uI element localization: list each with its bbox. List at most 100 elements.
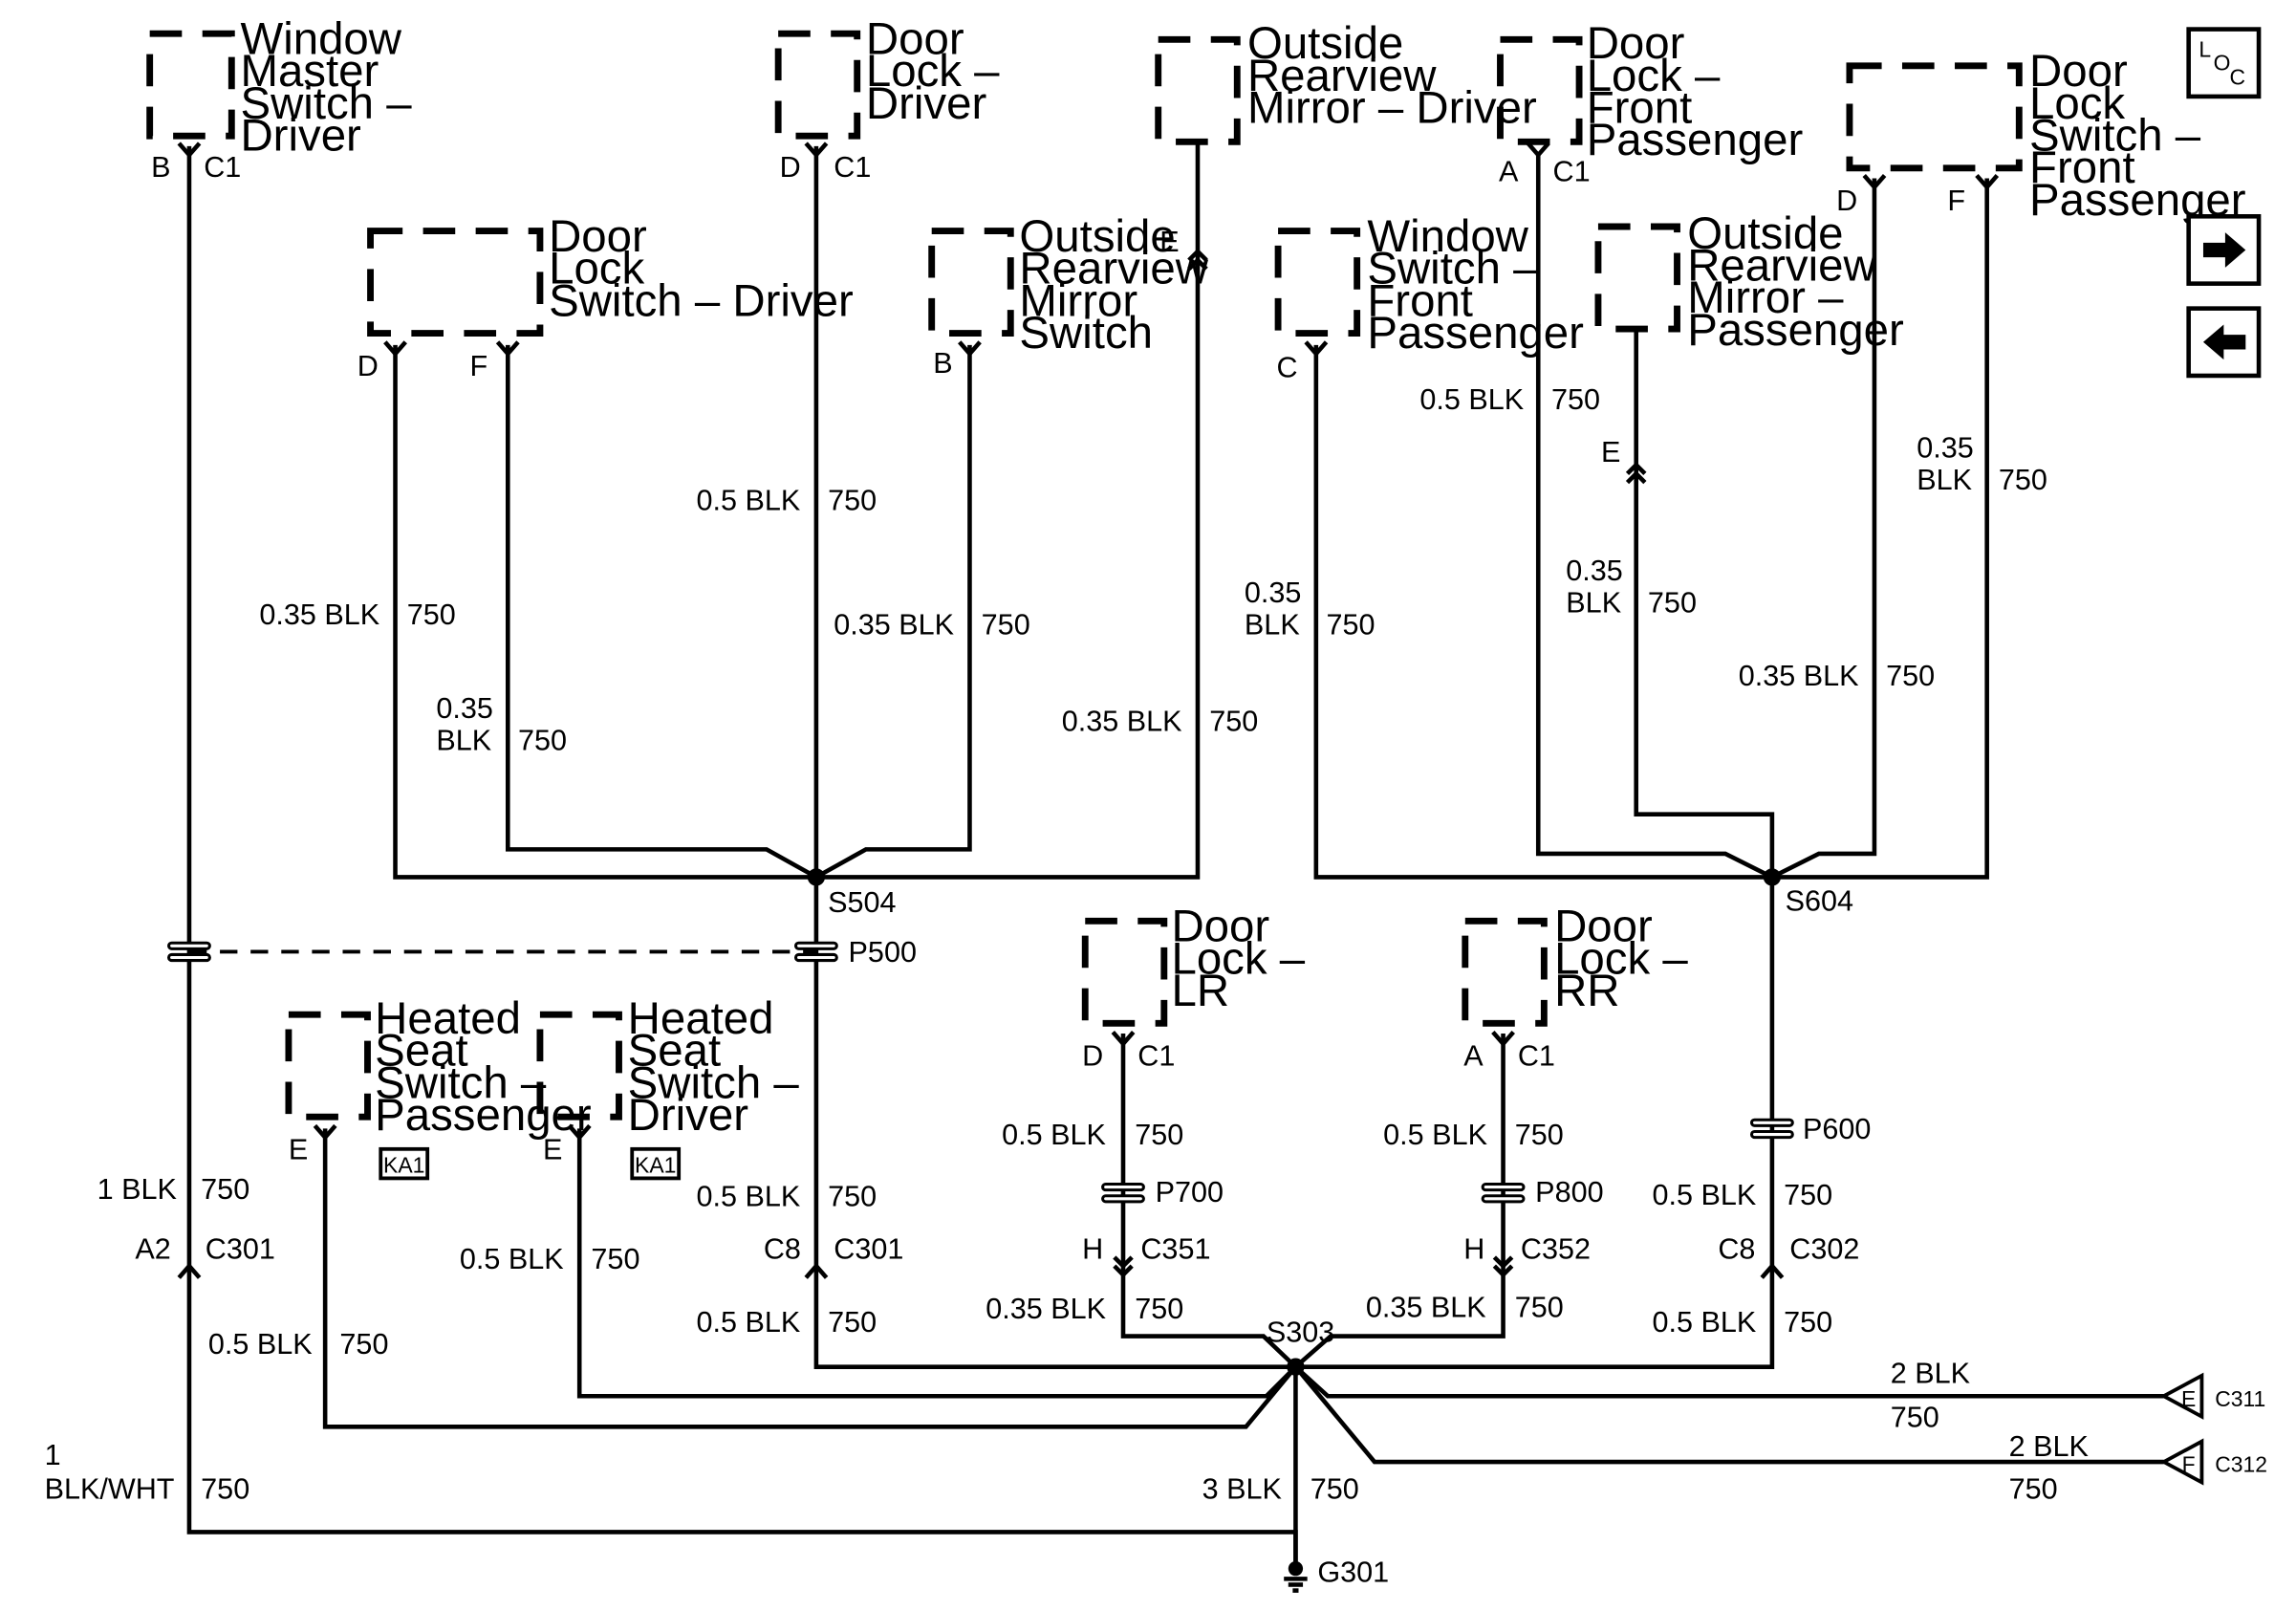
wire-label: 0.5 BLK (1653, 1306, 1757, 1339)
pin-label: C8 (764, 1233, 801, 1266)
pin-label: E (543, 1134, 562, 1166)
connector-label: C351 (1140, 1233, 1210, 1266)
component-label: Outside Rearview Mirror – Passenger (1687, 208, 1904, 356)
wire-label: BLK (1917, 464, 1972, 496)
connector-c312: F C312 (2159, 1438, 2267, 1486)
component-label: Door Lock Switch – Driver (549, 211, 854, 326)
ka1-badge-label: KA1 (383, 1152, 424, 1177)
circuit-label: 750 (1648, 587, 1697, 620)
circuit-label: 750 (201, 1472, 249, 1505)
outside-rearview-mirror-switch: Outside Rearview Mirror Switch (928, 211, 1221, 359)
component-label: Door Lock Switch – Front Passenger (2029, 46, 2246, 226)
component-label: Door Lock – RR (1554, 902, 1700, 1016)
component-label: Door Lock – Front Passenger (1587, 18, 1804, 165)
inline-connector-label: P600 (1803, 1113, 1871, 1145)
splice-label: S504 (828, 886, 896, 919)
door-lock-rr: Door Lock – RR (1462, 902, 1700, 1027)
wire-label: 3 BLK (1202, 1472, 1283, 1505)
circuit-label: 750 (407, 599, 456, 631)
circuit-label: 750 (1999, 464, 2047, 496)
connector-label: C1 (1553, 156, 1591, 188)
inline-connector-label: P800 (1535, 1176, 1603, 1208)
wire-label: 0.35 (436, 692, 493, 725)
splice-s604-dot (1763, 868, 1782, 886)
connector-label: C301 (206, 1233, 275, 1266)
wire-label: BLK (436, 724, 491, 756)
wire-s504-to-s303 (813, 877, 1296, 1369)
wire-label: 0.5 BLK (1002, 1119, 1106, 1151)
splice-s504-dot (807, 868, 826, 886)
wire-label: 0.5 BLK (697, 1180, 801, 1212)
door-lock-switch-front-passenger: Door Lock Switch – Front Passenger (1846, 46, 2246, 226)
wire-label: 0.35 (1245, 577, 1302, 609)
connector-label: C1 (834, 151, 871, 184)
pin-label: A (1499, 156, 1519, 188)
connector-label: C352 (1521, 1233, 1591, 1266)
wire-label: 0.35 BLK (1062, 706, 1182, 738)
component-label: Window Master Switch – Driver (240, 14, 423, 162)
inline-connector-label: P500 (849, 936, 917, 969)
window-switch-front-passenger: Window Switch – Front Passenger (1274, 211, 1584, 359)
wire-label: 0.5 BLK (460, 1243, 564, 1275)
component-label: Door Lock – LR (1171, 902, 1317, 1016)
wire-dls-driver-f (505, 344, 818, 880)
wire-dls-driver-d (393, 344, 816, 880)
wire-dls-fp-d (1770, 178, 1877, 880)
connector-label: C301 (834, 1233, 903, 1266)
circuit-label: 750 (828, 1180, 877, 1212)
connector-label: C302 (1789, 1233, 1859, 1266)
door-lock-lr: Door Lock – LR (1081, 902, 1317, 1027)
wire-label: 0.35 BLK (986, 1293, 1106, 1325)
wire-label: 1 (45, 1439, 61, 1471)
wire-label: 0.35 BLK (834, 609, 954, 642)
ka1-badge-label: KA1 (635, 1152, 676, 1177)
pin-label: B (933, 347, 952, 380)
circuit-label: 750 (1515, 1292, 1564, 1324)
wire-mirror-driver-e (815, 142, 1201, 880)
wire-to-c311 (1293, 1364, 2164, 1399)
circuit-label: 750 (1784, 1179, 1832, 1211)
pin-label: F (1947, 185, 1965, 217)
wire-label: 0.35 (1917, 432, 1974, 465)
svg-text:C312: C312 (2215, 1452, 2267, 1477)
circuit-label: 750 (591, 1243, 639, 1275)
wire-label: 2 BLK (1891, 1357, 1971, 1389)
loc-c: C (2229, 65, 2245, 90)
previous-page-button[interactable] (2186, 306, 2262, 379)
wire-label: 0.35 (1566, 555, 1623, 587)
pin-label: D (780, 151, 801, 184)
location-button[interactable]: L O C (2186, 27, 2262, 99)
wire-label: 0.35 BLK (1366, 1292, 1486, 1324)
next-page-button[interactable] (2186, 214, 2262, 286)
circuit-label: 750 (518, 724, 567, 756)
heated-seat-switch-driver: Heated Seat Switch – Driver KA1 (536, 993, 799, 1181)
wire-label: 0.5 BLK (1383, 1119, 1487, 1151)
wire-label: 0.35 BLK (1739, 660, 1859, 692)
wire-label: BLK/WHT (45, 1472, 175, 1505)
wire-mirror-switch-b (814, 344, 972, 880)
wire-label: 0.5 BLK (697, 485, 801, 517)
wire-label: 0.5 BLK (697, 1306, 801, 1339)
pin-label: H (1082, 1233, 1103, 1266)
wire-window-sw-fp-c (1313, 344, 1772, 880)
component-label: Outside Rearview Mirror Switch (1019, 211, 1221, 359)
wires (186, 142, 2164, 1568)
connector-label: C1 (204, 151, 241, 184)
component-label: Heated Seat Switch – Passenger (375, 993, 592, 1141)
pin-label: D (357, 350, 379, 382)
connector-c311: E C311 (2159, 1372, 2265, 1420)
connector-label: C1 (1518, 1040, 1555, 1073)
pin-label: F (470, 350, 488, 382)
pin-label: H (1463, 1233, 1484, 1266)
pin-label: E (1159, 226, 1179, 258)
wire-dls-fp-f (1771, 178, 1989, 880)
pin-label: E (1601, 436, 1620, 468)
pin-label: A2 (135, 1233, 170, 1266)
svg-text:F: F (2182, 1452, 2196, 1477)
wire-door-lock-fp-a (1535, 152, 1773, 880)
pin-label: D (1082, 1040, 1103, 1073)
ka1-badge (630, 1146, 682, 1181)
heated-seat-switch-passenger: Heated Seat Switch – Passenger KA1 (285, 993, 592, 1181)
component-label: Door Lock – Driver (866, 14, 1012, 129)
